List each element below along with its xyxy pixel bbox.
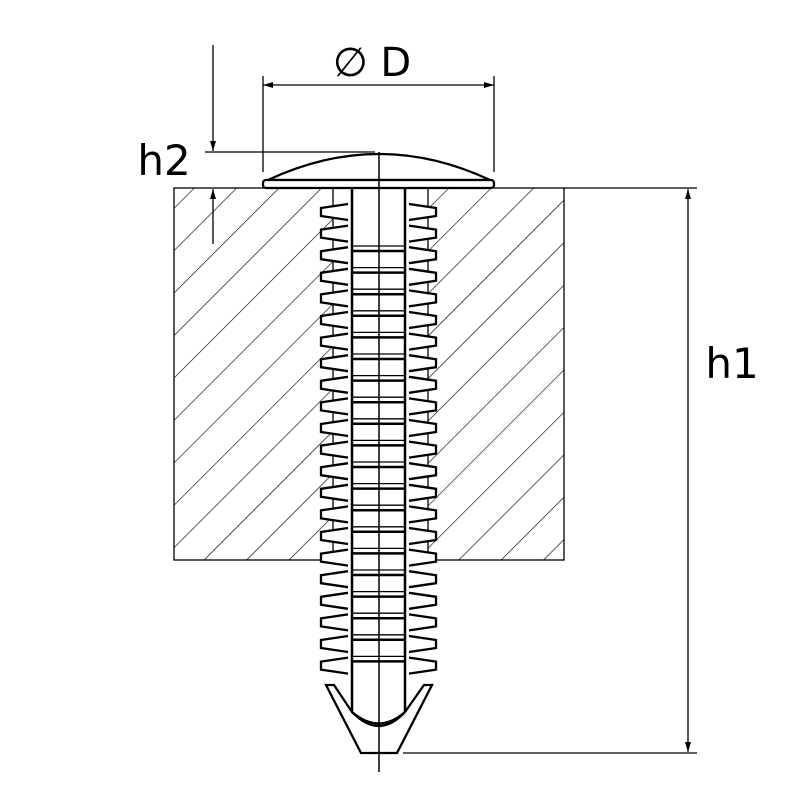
left-fin bbox=[319, 397, 349, 416]
left-fin bbox=[319, 332, 349, 351]
right-fin bbox=[408, 267, 438, 286]
left-fin bbox=[319, 548, 349, 567]
right-fin bbox=[408, 613, 438, 632]
left-fin bbox=[319, 613, 349, 632]
right-fin bbox=[408, 483, 438, 502]
left-fin bbox=[319, 526, 349, 546]
right-fin bbox=[408, 548, 438, 567]
left-fin bbox=[319, 634, 349, 654]
head-height-label: h2 bbox=[137, 136, 190, 185]
left-fin bbox=[319, 375, 349, 394]
right-fin bbox=[408, 656, 438, 675]
right-fin bbox=[408, 289, 438, 308]
head-height-dimension bbox=[205, 45, 375, 244]
right-fin bbox=[408, 246, 438, 265]
left-fin bbox=[319, 462, 349, 481]
left-fin bbox=[319, 202, 349, 222]
right-fin bbox=[408, 634, 438, 654]
right-fin bbox=[408, 375, 438, 394]
right-fin bbox=[408, 526, 438, 546]
left-fin bbox=[319, 354, 349, 373]
left-fin bbox=[319, 440, 349, 459]
diameter-label: ∅ D bbox=[333, 40, 411, 86]
left-fin bbox=[319, 505, 349, 524]
left-fin bbox=[319, 224, 349, 243]
right-fin bbox=[408, 505, 438, 524]
diameter-dimension bbox=[262, 76, 495, 172]
panel-section bbox=[173, 187, 565, 561]
total-height-dimension bbox=[403, 187, 697, 754]
right-fin bbox=[408, 418, 438, 438]
left-fin bbox=[319, 418, 349, 438]
fastener-body bbox=[319, 188, 438, 712]
right-fin bbox=[408, 591, 438, 610]
left-fin bbox=[319, 570, 349, 589]
right-fin bbox=[408, 440, 438, 459]
right-fin bbox=[408, 202, 438, 222]
left-fin bbox=[319, 246, 349, 265]
right-fin bbox=[408, 462, 438, 481]
left-fin bbox=[319, 483, 349, 502]
right-fin bbox=[408, 570, 438, 589]
left-fin bbox=[319, 267, 349, 286]
left-fin bbox=[319, 591, 349, 610]
left-fin bbox=[319, 310, 349, 330]
right-fin bbox=[408, 397, 438, 416]
total-height-label: h1 bbox=[705, 339, 758, 388]
right-fin bbox=[408, 354, 438, 373]
left-fin bbox=[319, 656, 349, 675]
right-fin bbox=[408, 332, 438, 351]
right-fin bbox=[408, 310, 438, 330]
left-fin bbox=[319, 289, 349, 308]
right-fin bbox=[408, 224, 438, 243]
